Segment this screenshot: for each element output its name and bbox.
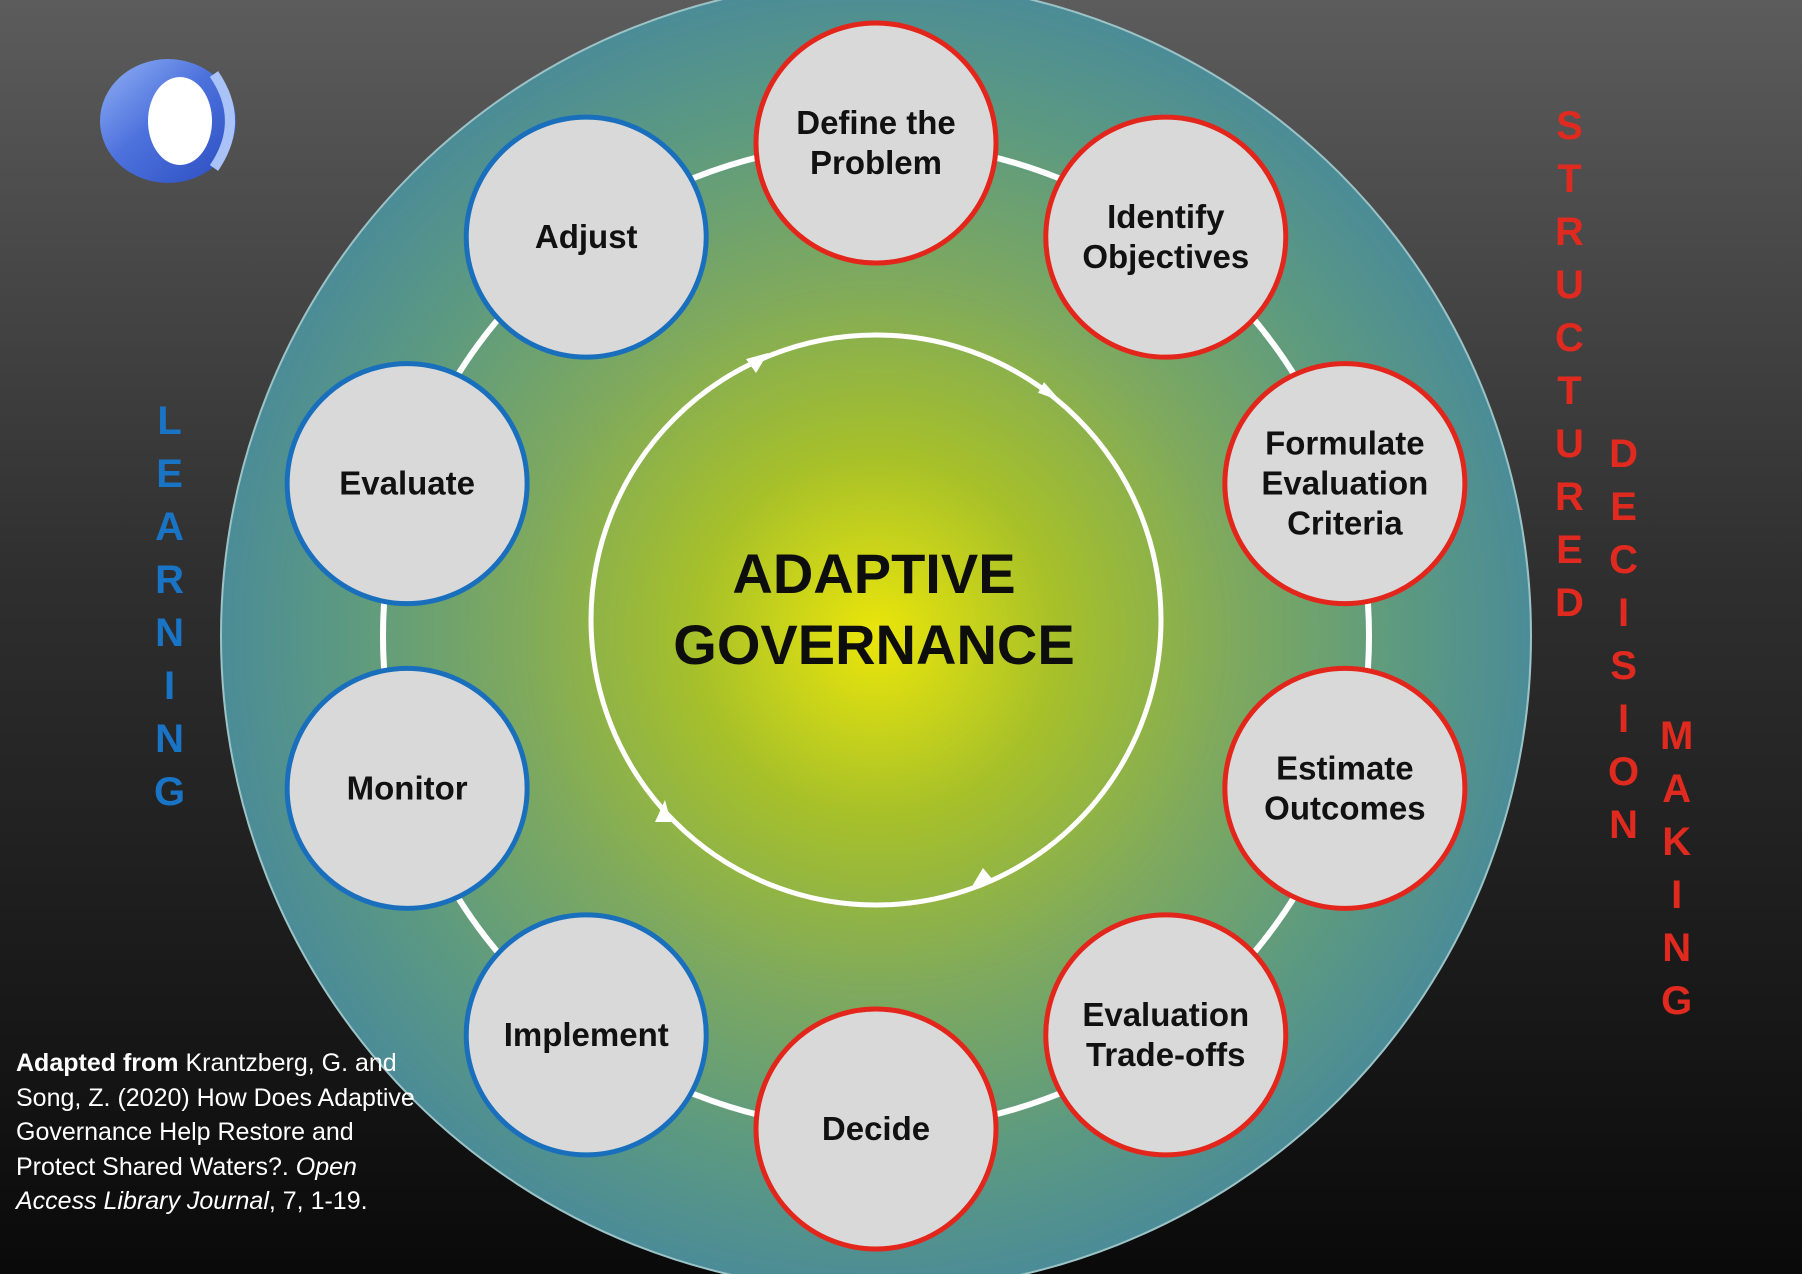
step-label-line: Define the <box>796 104 956 141</box>
vertical-letter: R <box>155 558 184 602</box>
step-label-line: Formulate <box>1265 425 1425 462</box>
vertical-letter: I <box>164 664 176 708</box>
vertical-letter: D <box>1555 581 1584 625</box>
vertical-letter: O <box>1608 750 1640 794</box>
step-label-line: Evaluate <box>339 465 475 502</box>
vertical-letter: E <box>1556 528 1583 572</box>
vertical-letter: R <box>1555 475 1584 519</box>
vertical-letter: G <box>154 770 186 814</box>
step-circle <box>284 665 530 911</box>
step-circle <box>1043 912 1289 1158</box>
step-label: Adjust <box>535 218 638 255</box>
step-circle <box>463 114 709 360</box>
citation-tail: , 7, 1-19. <box>268 1187 368 1215</box>
step-label-line: Monitor <box>347 769 468 806</box>
vertical-letter: S <box>1610 644 1637 688</box>
step-circle <box>463 912 709 1158</box>
citation-text: Krantzberg, G. and Song, Z. (2020) How D… <box>16 1049 415 1181</box>
step-label-line: Estimate <box>1276 749 1414 786</box>
vertical-letter: I <box>1618 697 1630 741</box>
citation-journal: Open Access Library Journal <box>16 1152 357 1216</box>
vertical-letter: L <box>157 399 182 443</box>
step-label-line: Problem <box>810 144 942 181</box>
step-circle <box>753 20 999 266</box>
vertical-letter: U <box>1555 422 1584 466</box>
vertical-letter: N <box>1662 926 1692 970</box>
step-label-line: Trade-offs <box>1086 1036 1246 1073</box>
step-circle <box>1222 665 1468 911</box>
vertical-letter: N <box>1609 803 1638 847</box>
vertical-letter: T <box>1557 157 1582 201</box>
vertical-letter: A <box>1662 767 1692 811</box>
vertical-letter: K <box>1662 820 1692 864</box>
citation: Adapted from Krantzberg, G. and Song, Z.… <box>16 1046 416 1219</box>
vertical-letter: D <box>1609 432 1638 476</box>
vertical-letter: R <box>1555 210 1584 254</box>
vertical-letter: U <box>1555 263 1584 307</box>
step-label-line: Outcomes <box>1264 789 1425 826</box>
step-label-line: Objectives <box>1082 238 1249 275</box>
step-label-line: Evaluation <box>1082 996 1249 1033</box>
step-label-line: Criteria <box>1287 505 1403 542</box>
step-node: Implement <box>463 912 709 1158</box>
step-label-line: Evaluation <box>1261 465 1428 502</box>
step-node: Decide <box>753 1006 999 1252</box>
vertical-letter: N <box>155 611 184 655</box>
cycle-arrows-icon <box>588 332 1164 908</box>
vertical-letter: A <box>155 505 184 549</box>
vertical-letter: E <box>156 452 183 496</box>
vertical-letter: G <box>1661 979 1693 1023</box>
vertical-letter: I <box>1671 873 1683 917</box>
step-circle <box>1043 114 1289 360</box>
center-title-line1: ADAPTIVE <box>732 542 1015 605</box>
citation-lead: Adapted from <box>16 1049 179 1077</box>
step-node: Adjust <box>463 114 709 360</box>
step-label: Implement <box>504 1016 669 1053</box>
step-label: Evaluate <box>339 465 475 502</box>
ring-logo-icon <box>100 59 236 183</box>
vertical-letter: M <box>1660 714 1694 758</box>
vertical-letter: C <box>1555 316 1584 360</box>
step-label: Decide <box>822 1110 930 1147</box>
vertical-letter: N <box>155 717 184 761</box>
step-circle <box>753 1006 999 1252</box>
center-title-line2: GOVERNANCE <box>673 613 1074 676</box>
step-label-line: Identify <box>1107 198 1225 235</box>
step-label-line: Adjust <box>535 218 638 255</box>
step-label-line: Implement <box>504 1016 669 1053</box>
step-node: Evaluate <box>284 361 530 607</box>
vertical-letter: E <box>1610 485 1637 529</box>
vertical-letter: S <box>1556 104 1583 148</box>
step-circle <box>1222 361 1468 607</box>
step-circle <box>284 361 530 607</box>
step-label: Monitor <box>347 769 468 806</box>
vertical-letter: I <box>1618 591 1630 635</box>
vertical-letter: C <box>1609 538 1638 582</box>
step-label-line: Decide <box>822 1110 930 1147</box>
step-node: Monitor <box>284 665 530 911</box>
vertical-letter: T <box>1557 369 1582 413</box>
